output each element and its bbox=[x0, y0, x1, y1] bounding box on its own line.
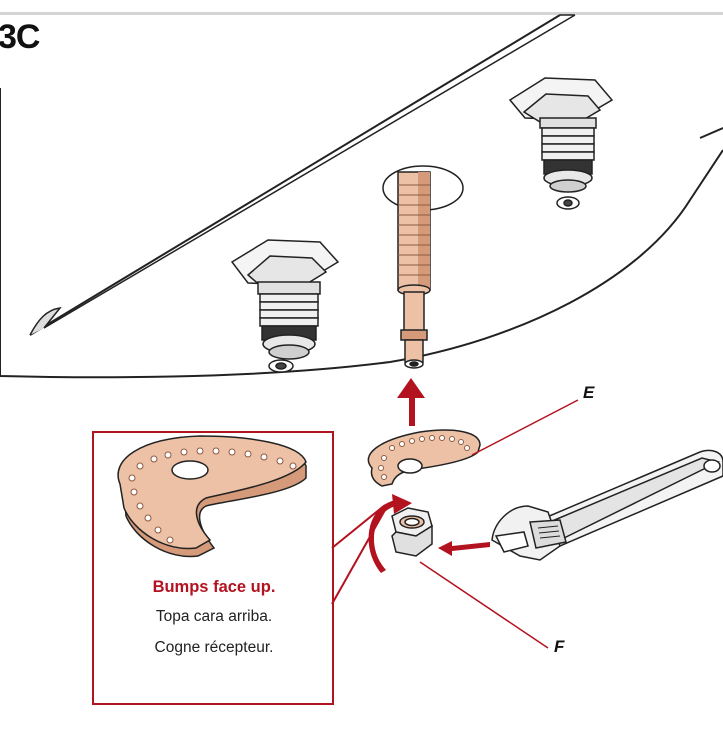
adjustable-wrench bbox=[492, 450, 723, 560]
inset-line-es: Topa cara arriba. bbox=[156, 608, 272, 625]
lock-nut bbox=[392, 508, 432, 556]
callout-e-label: E bbox=[583, 383, 594, 403]
deck-slab bbox=[0, 15, 723, 377]
inset-caption-es: Topa cara arriba. bbox=[94, 608, 334, 626]
inset-line-fr: Cogne récepteur. bbox=[155, 639, 274, 656]
inset-line-en: Bumps face up. bbox=[153, 578, 276, 596]
callout-f-label: F bbox=[554, 637, 564, 657]
mounting-bracket bbox=[368, 430, 480, 486]
inset-caption-fr: Cogne récepteur. bbox=[94, 639, 334, 657]
inset-caption-en: Bumps face up. bbox=[94, 578, 334, 597]
up-arrow bbox=[397, 378, 425, 426]
left-arrow bbox=[438, 541, 490, 556]
